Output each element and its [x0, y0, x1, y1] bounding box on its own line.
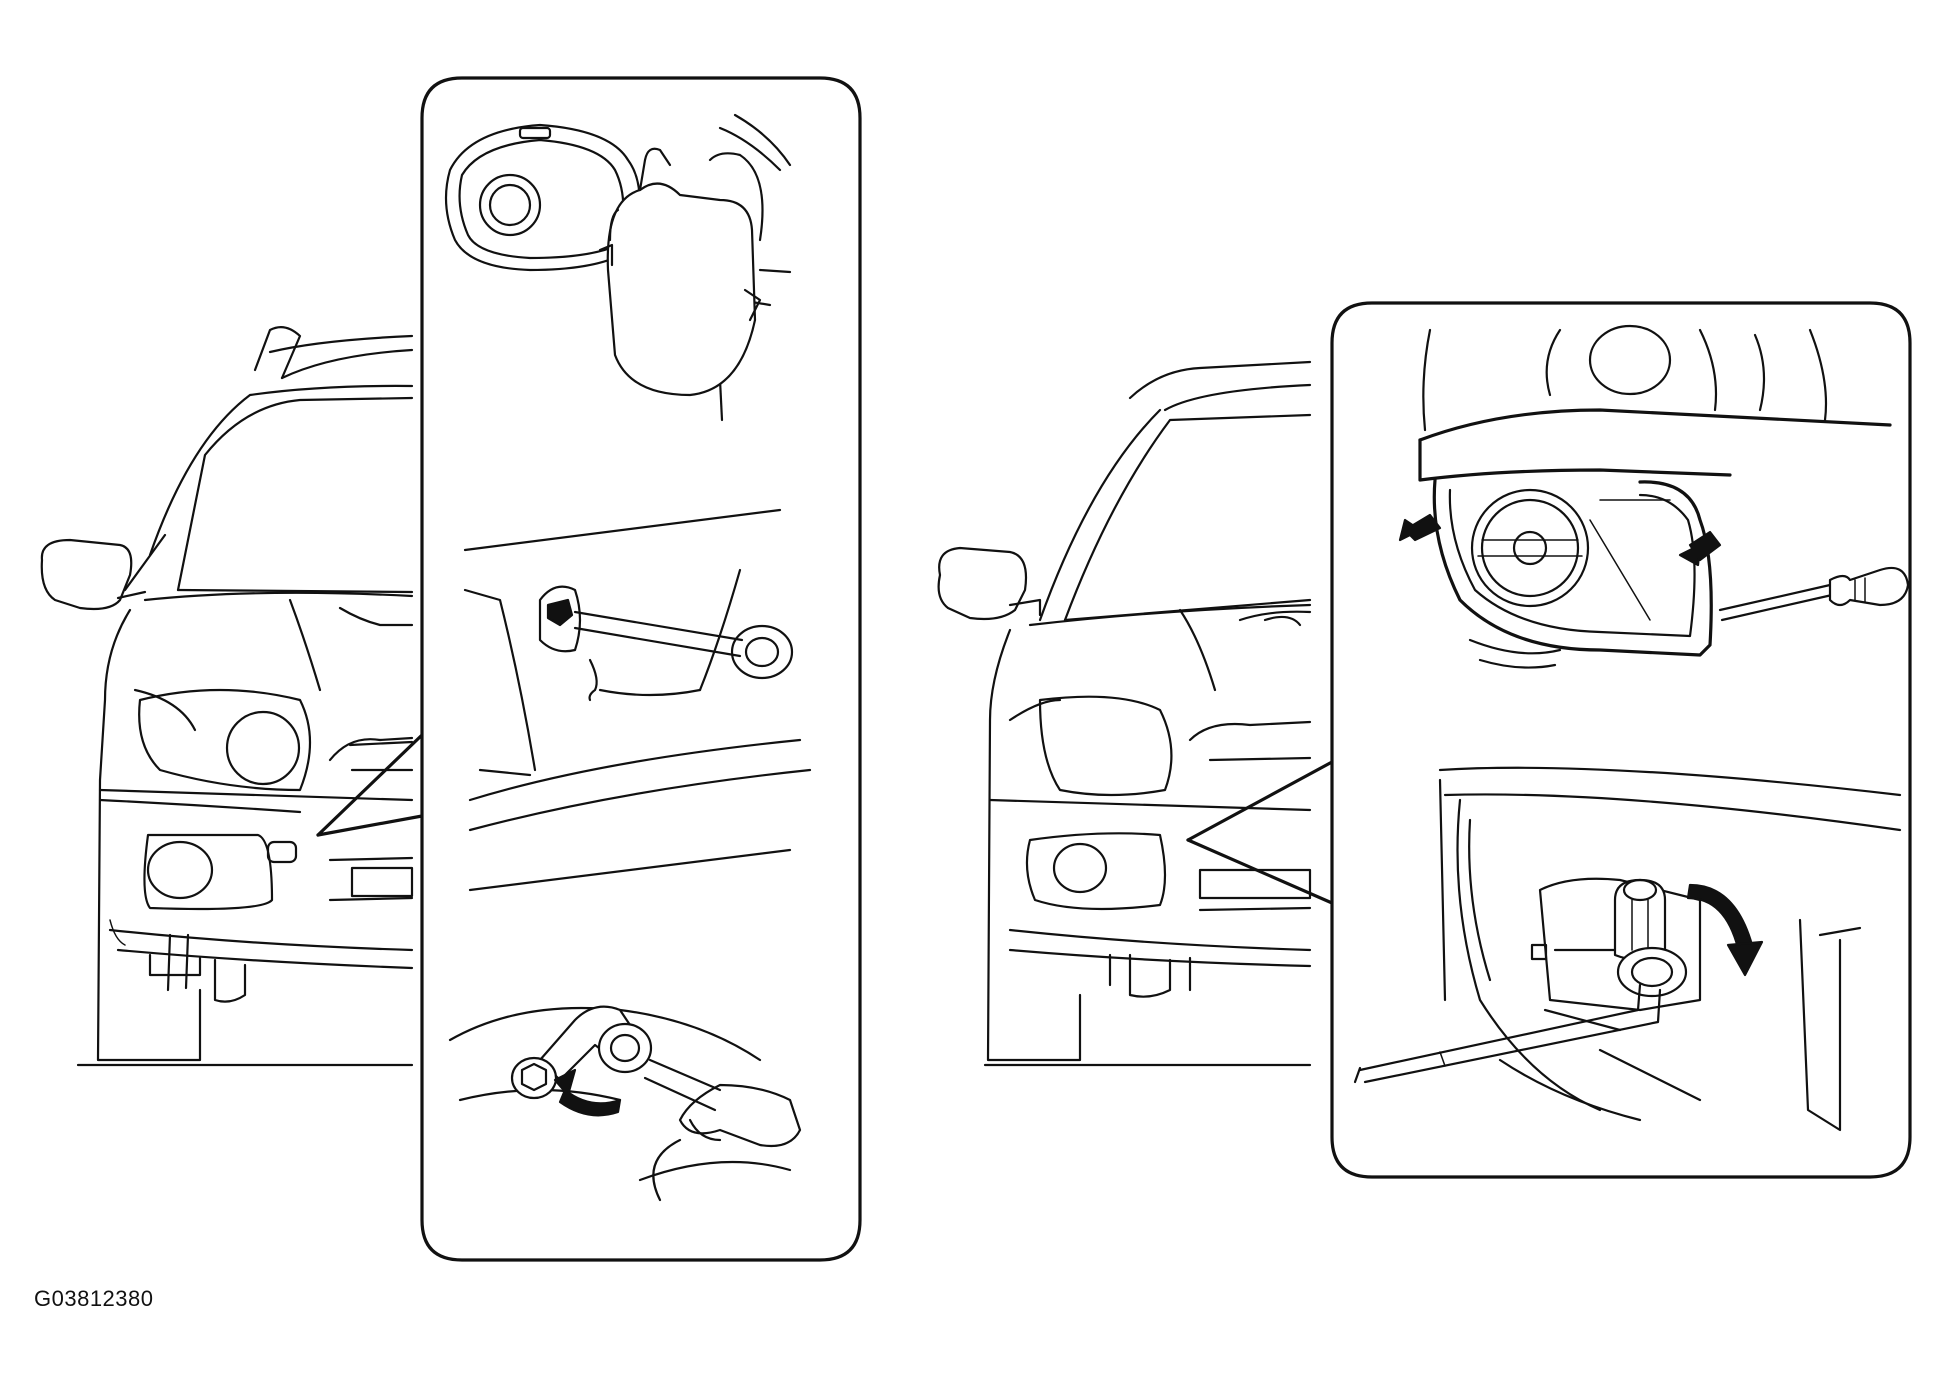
tow-hook-install-panel: [463, 508, 812, 832]
figure-reference-code: G03812380: [34, 1286, 154, 1311]
tow-hook-tighten-panel: [448, 848, 802, 1202]
fog-lamp-bolt-panel: [1353, 766, 1902, 1132]
cover-removed-panel: [444, 113, 792, 422]
bezel-removal-panel: [1398, 324, 1910, 669]
car-front-left-icon: [40, 325, 414, 1067]
fog-lamp-bezel-callout-icon: [1186, 301, 1912, 1179]
tow-hook-cover-callout-icon: [316, 76, 862, 1262]
car-front-right-icon: [937, 360, 1312, 1067]
